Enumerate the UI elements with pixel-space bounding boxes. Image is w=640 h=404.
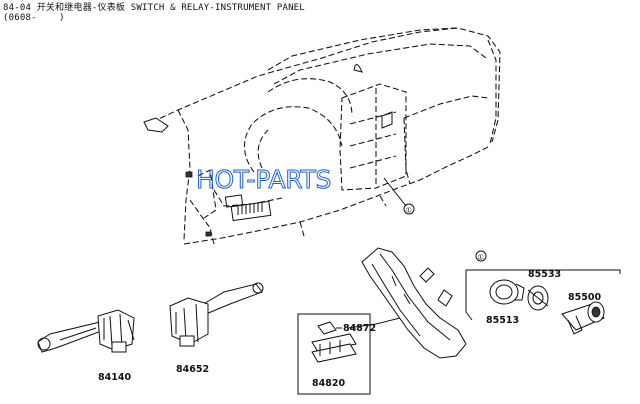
part-label-85513: 85513 [486, 315, 519, 326]
instrument-panel-drawing: ① [143, 27, 501, 245]
part-84140-illustration [37, 309, 135, 353]
group-ref-mark: ① [478, 254, 484, 262]
part-label-85533: 85533 [528, 269, 561, 280]
lighter-group: ① [465, 250, 621, 335]
console-drawing [347, 247, 467, 359]
switch-inset-box [297, 313, 371, 395]
part-label-84872: 84872 [343, 323, 376, 334]
part-84652-illustration [169, 282, 264, 347]
part-label-85500: 85500 [568, 292, 601, 303]
watermark-text: HOT-PARTS [196, 165, 331, 194]
part-label-84820: 84820 [312, 378, 345, 389]
diagram-subtitle: (0608- ) [3, 13, 65, 23]
diagram-title: 84-04 开关和继电器-仪表板 SWITCH & RELAY-INSTRUME… [3, 3, 305, 13]
part-label-84652: 84652 [176, 364, 209, 375]
callout-ref-mark: ① [406, 207, 412, 215]
part-label-84140: 84140 [98, 372, 131, 383]
